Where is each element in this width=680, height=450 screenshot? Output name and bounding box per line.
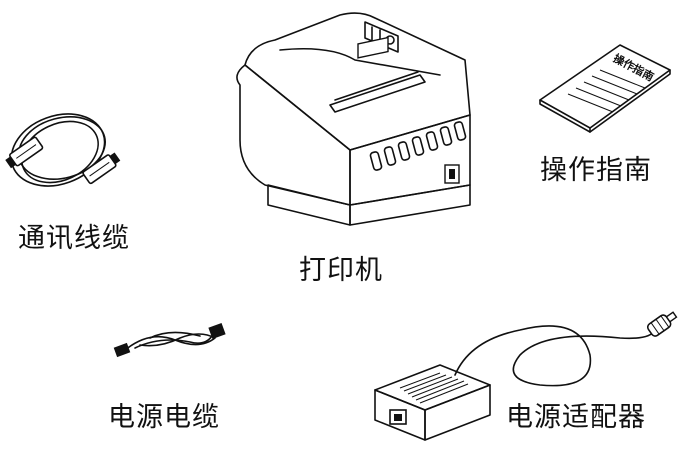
manual-label: 操作指南 [540, 155, 652, 186]
printer-label: 打印机 [299, 255, 383, 286]
printer-illustration [236, 12, 471, 226]
power-adapter-illustration [374, 311, 678, 441]
power-cable-illustration [113, 322, 226, 358]
power-cable-label: 电源电缆 [108, 402, 220, 433]
comm-cable-label: 通讯线缆 [18, 223, 130, 254]
manual-illustration [539, 44, 671, 133]
comm-cable-illustration [5, 113, 121, 187]
power-adapter-label: 电源适配器 [506, 402, 646, 433]
